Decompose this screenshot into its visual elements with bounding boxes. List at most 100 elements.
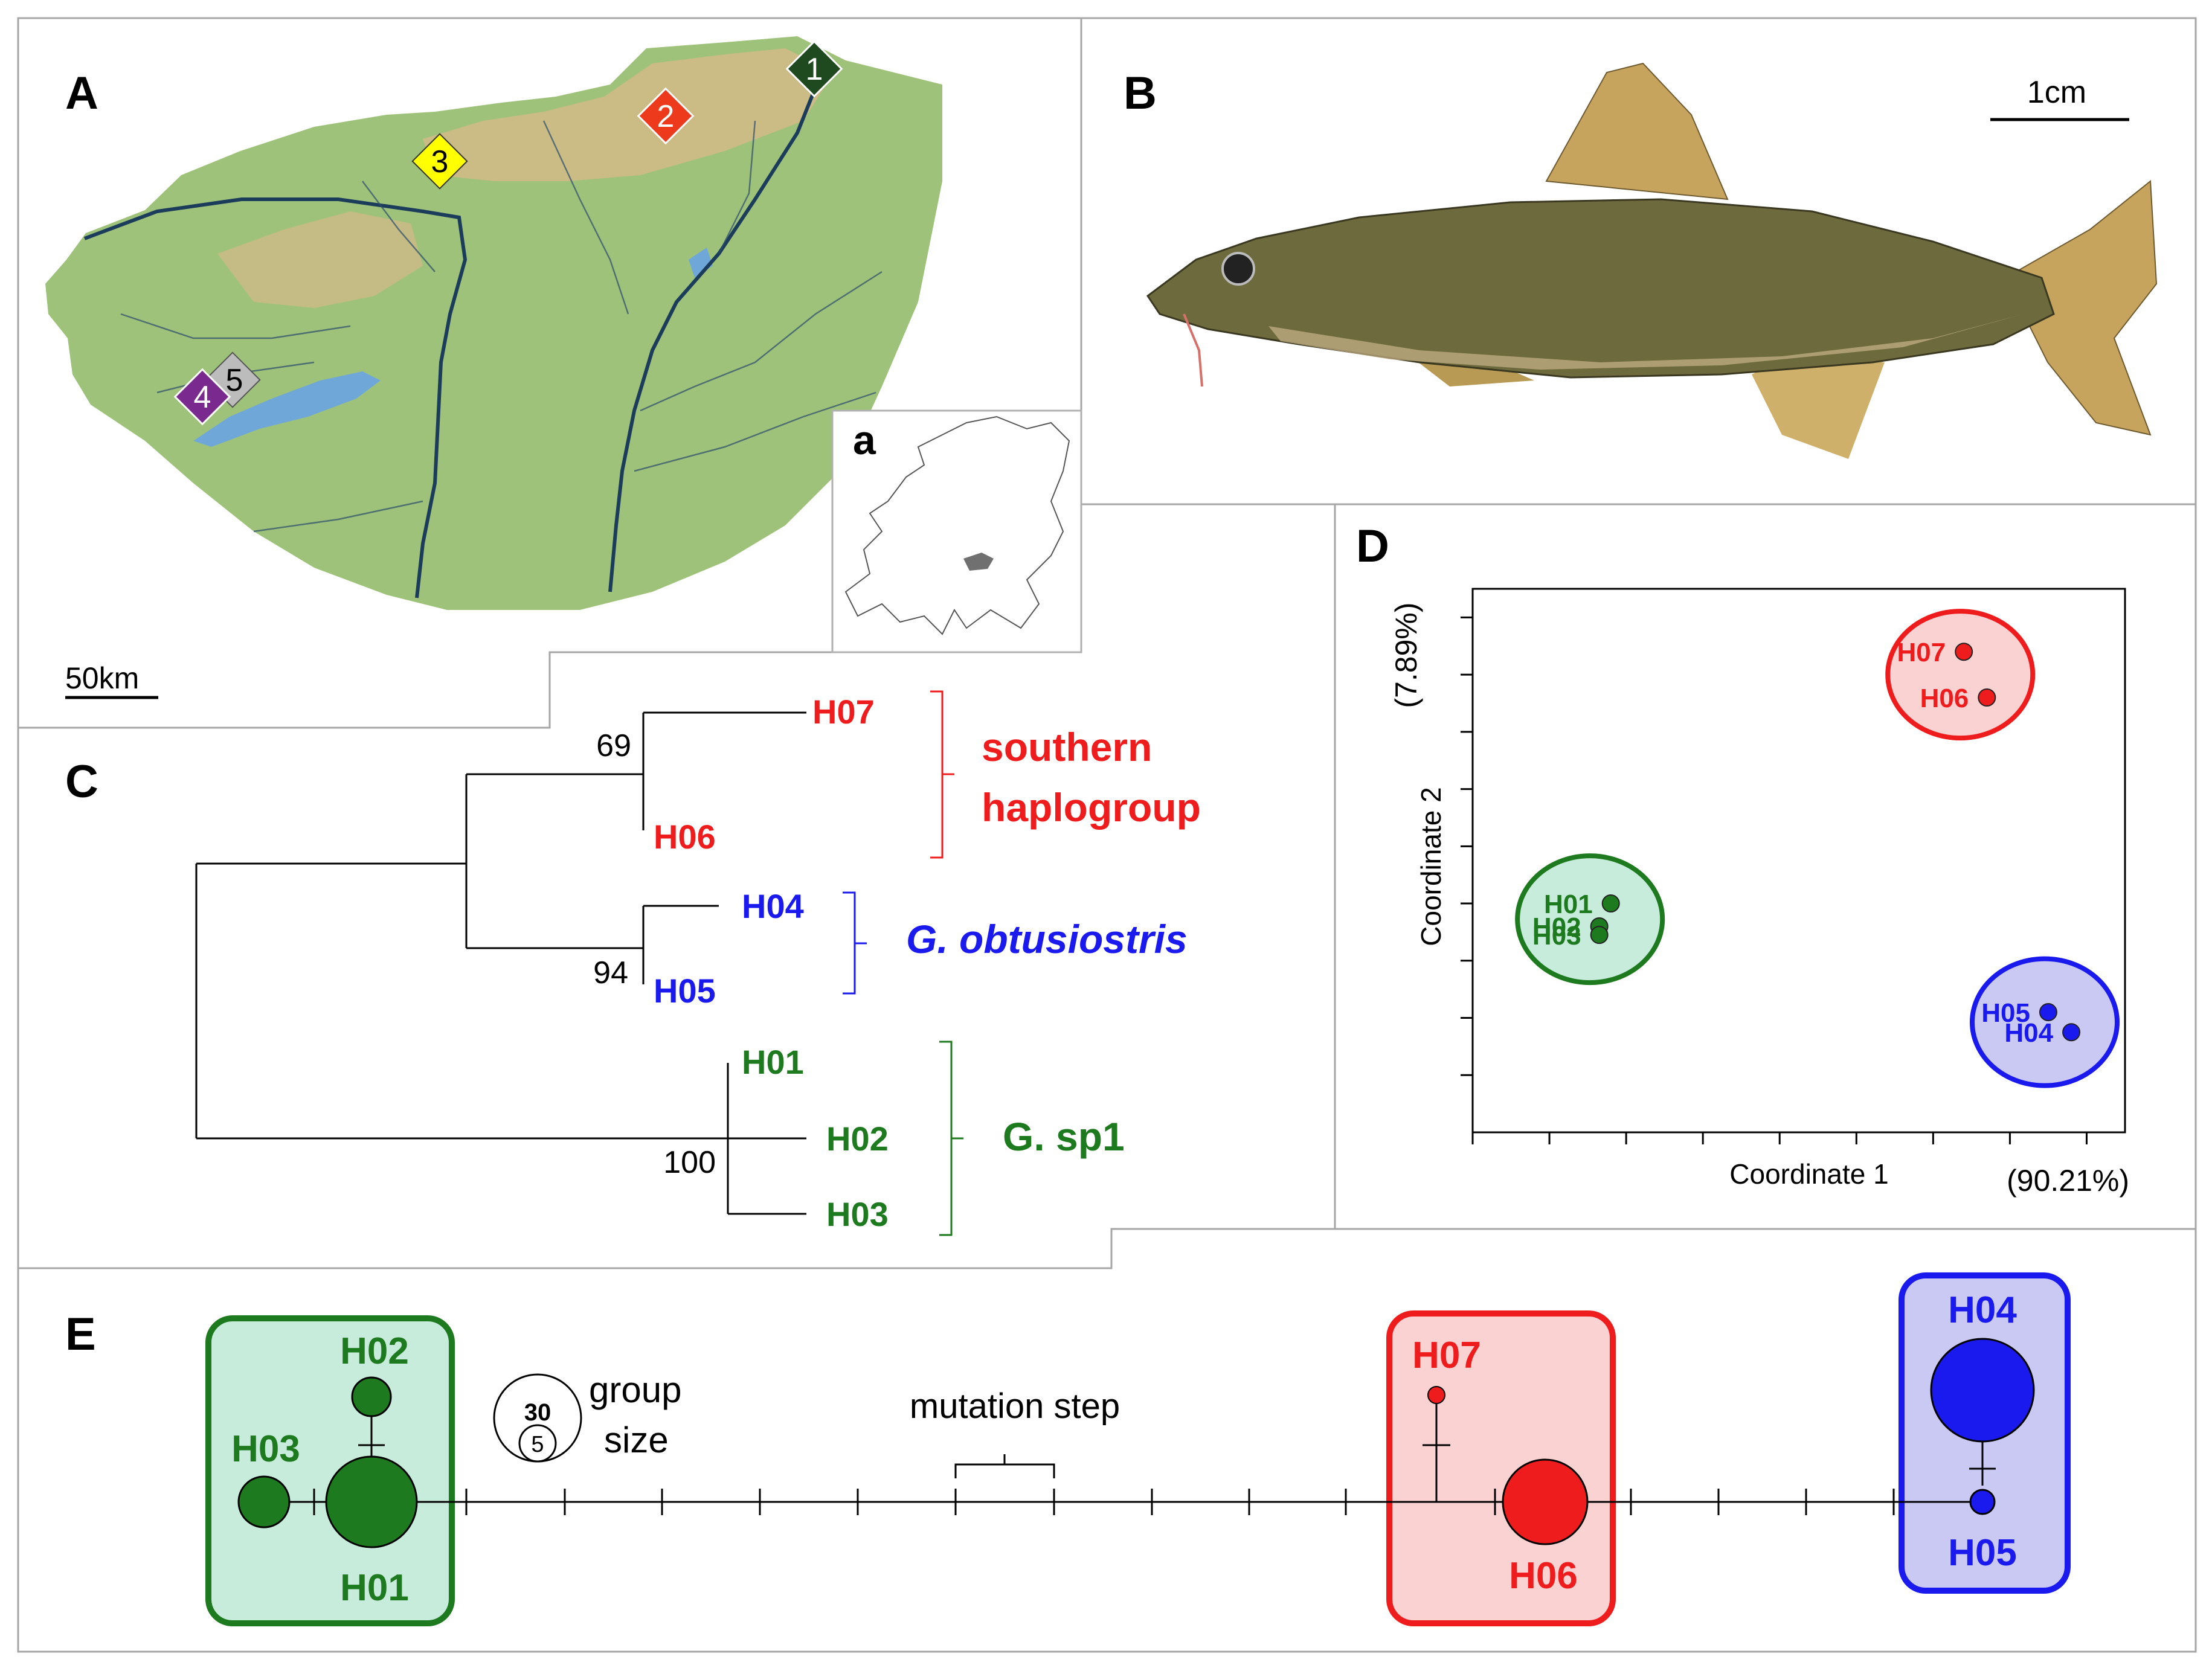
node-label-h02: H02 — [340, 1330, 409, 1372]
point-h03[interactable] — [1590, 926, 1609, 945]
site-marker-4[interactable]: 4 — [173, 368, 231, 426]
svg-text:2: 2 — [657, 99, 675, 134]
svg-text:5: 5 — [226, 363, 243, 398]
x-axis-variance: (90.21%) — [2007, 1164, 2129, 1198]
gudgeon-fish — [1146, 62, 2158, 459]
clade-sp1-label: G. sp1 — [1003, 1114, 1125, 1159]
legend-label-group: group — [589, 1370, 681, 1410]
fish-eye — [1221, 252, 1255, 286]
transdanubian-hills — [217, 211, 423, 308]
hungary-highlight — [963, 553, 994, 571]
panel-c-tree: C 69 94 100 H07 H06 H04 H05 H01 H02 H03 — [65, 690, 1201, 1236]
fish-body — [1146, 198, 2055, 379]
bracket-southern — [930, 690, 954, 859]
node-label-h07: H07 — [1412, 1335, 1481, 1376]
point-h04[interactable] — [2062, 1023, 2081, 1042]
tip-h03: H03 — [826, 1195, 889, 1233]
legend-label-size: size — [604, 1420, 669, 1460]
y-axis-variance: (7.89%) — [1389, 602, 1423, 708]
tip-h05: H05 — [654, 972, 716, 1010]
europe-outline — [844, 415, 1070, 635]
mutation-ticks — [313, 1444, 1996, 1515]
group-ellipse — [1885, 609, 2036, 741]
svg-text:1: 1 — [806, 52, 823, 87]
bootstrap-94: 94 — [593, 955, 628, 990]
inset-letter: a — [853, 417, 876, 463]
fish-belly — [1268, 314, 2024, 370]
dorsal-fin — [1545, 62, 1729, 200]
node-label-h04: H04 — [1948, 1289, 2017, 1331]
point-h01[interactable] — [1601, 894, 1620, 913]
group-box-southern — [1386, 1310, 1616, 1626]
clade-obtusiostris-label: G. obtusiostris — [906, 917, 1188, 961]
point-label-h02: H02 — [1532, 912, 1581, 942]
photo-scale-label: 1cm — [2027, 75, 2086, 110]
point-label-h05: H05 — [1981, 998, 2030, 1028]
northern-highlands — [423, 48, 834, 181]
node-h02[interactable] — [351, 1376, 392, 1417]
node-h06[interactable] — [1502, 1458, 1589, 1545]
mutation-step-label: mutation step — [910, 1387, 1120, 1426]
point-h06[interactable] — [1978, 688, 1996, 707]
tip-h06: H06 — [654, 818, 716, 856]
site-marker-1[interactable]: 1 — [785, 40, 843, 98]
group-box-sp1 — [205, 1315, 455, 1626]
node-h05[interactable] — [1969, 1489, 1996, 1515]
axis-ticks — [1461, 616, 2088, 1144]
bootstrap-100: 100 — [663, 1145, 716, 1180]
point-label-h06: H06 — [1920, 684, 1969, 713]
map-scale-label: 50km — [65, 661, 139, 695]
panel-letter-e: E — [65, 1309, 96, 1360]
panel-a-map: A 1 2 3 5 — [45, 36, 1082, 699]
node-h01[interactable] — [325, 1455, 418, 1548]
site-marker-3[interactable]: 3 — [411, 133, 468, 190]
legend-5: 5 — [531, 1432, 544, 1457]
x-axis-label: Coordinate 1 — [1729, 1158, 1888, 1190]
node-h07[interactable] — [1427, 1386, 1445, 1404]
danube-river — [83, 197, 468, 598]
panel-letter-c: C — [65, 756, 98, 807]
point-h07[interactable] — [1955, 643, 1973, 661]
bootstrap-69: 69 — [596, 728, 631, 763]
tip-h02: H02 — [826, 1120, 889, 1158]
group-ellipse — [1970, 956, 2120, 1088]
tip-h07: H07 — [812, 693, 875, 731]
pelvic-fin — [1752, 350, 1885, 459]
lake-balaton — [193, 371, 381, 447]
node-label-h01: H01 — [340, 1567, 409, 1609]
panel-letter-b: B — [1124, 68, 1157, 119]
panel-b-photo: B 1cm — [1124, 62, 2158, 459]
bracket-obtusiostris — [843, 891, 867, 995]
clade-southern-label: southern — [982, 725, 1152, 769]
lake-tisza — [689, 248, 713, 278]
europe-inset: a — [831, 409, 1082, 653]
node-h04[interactable] — [1930, 1338, 2035, 1443]
svg-text:3: 3 — [431, 144, 449, 179]
bracket-sp1 — [939, 1041, 963, 1236]
minor-rivers — [120, 120, 883, 533]
node-label-h03: H03 — [231, 1428, 300, 1470]
tree-branches — [195, 711, 806, 1215]
point-label-h03: H03 — [1532, 921, 1581, 951]
panel-e-network: E — [65, 1272, 2071, 1626]
node-h03[interactable] — [237, 1475, 291, 1528]
node-label-h05: H05 — [1948, 1532, 2017, 1574]
point-label-h07: H07 — [1897, 638, 1946, 667]
point-h05[interactable] — [2039, 1003, 2057, 1022]
point-label-h01: H01 — [1544, 890, 1593, 919]
site-marker-2[interactable]: 2 — [637, 87, 695, 145]
tail-fin — [2004, 180, 2158, 436]
legend-30: 30 — [524, 1399, 551, 1426]
y-axis-label: Coordinate 2 — [1415, 787, 1447, 946]
fish-barbel — [1183, 313, 1203, 387]
group-ellipse — [1515, 853, 1665, 986]
network-main-line — [266, 1395, 1984, 1503]
svg-text:4: 4 — [194, 380, 211, 415]
node-label-h06: H06 — [1509, 1555, 1578, 1597]
mutation-step-legend: mutation step — [910, 1387, 1120, 1478]
